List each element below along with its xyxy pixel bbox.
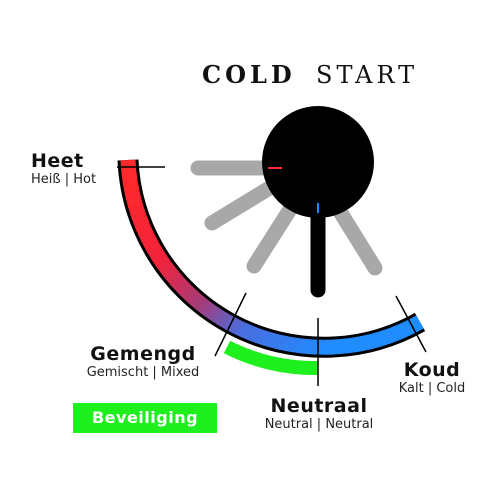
mixed-label: Gemengd Gemischt | Mixed [77,343,209,381]
handle-ghost-lower-diagonal [246,192,304,274]
inactive-handle-positions [190,160,383,276]
cold-subtitle: Kalt | Cold [398,381,466,396]
mixed-title: Gemengd [90,343,196,365]
neutral-subtitle: Neutral | Neutral [264,417,374,432]
handle-ghost-right [331,202,383,276]
safety-range-band [223,340,319,376]
safety-badge: Beveiliging [73,403,217,433]
hot-label: Heet Heiß | Hot [31,150,96,188]
mixed-pointer [214,292,247,357]
neutral-title: Neutraal [270,395,368,417]
cold-pointer [395,295,427,353]
mixer-knob [262,106,374,218]
neutral-label: Neutraal Neutral | Neutral [256,395,382,433]
hot-subtitle: Heiß | Hot [31,172,97,187]
brand-logo-cold: COLD [202,60,296,89]
temperature-arc [120,159,424,355]
cold-title: Koud [403,359,461,381]
mixed-subtitle: Gemischt | Mixed [86,365,200,380]
brand-logo-start: START [316,61,419,89]
handle-ghost-upper-diagonal [204,176,284,231]
cold-label: Koud Kalt | Cold [389,359,475,397]
hot-title: Heet [31,150,84,172]
